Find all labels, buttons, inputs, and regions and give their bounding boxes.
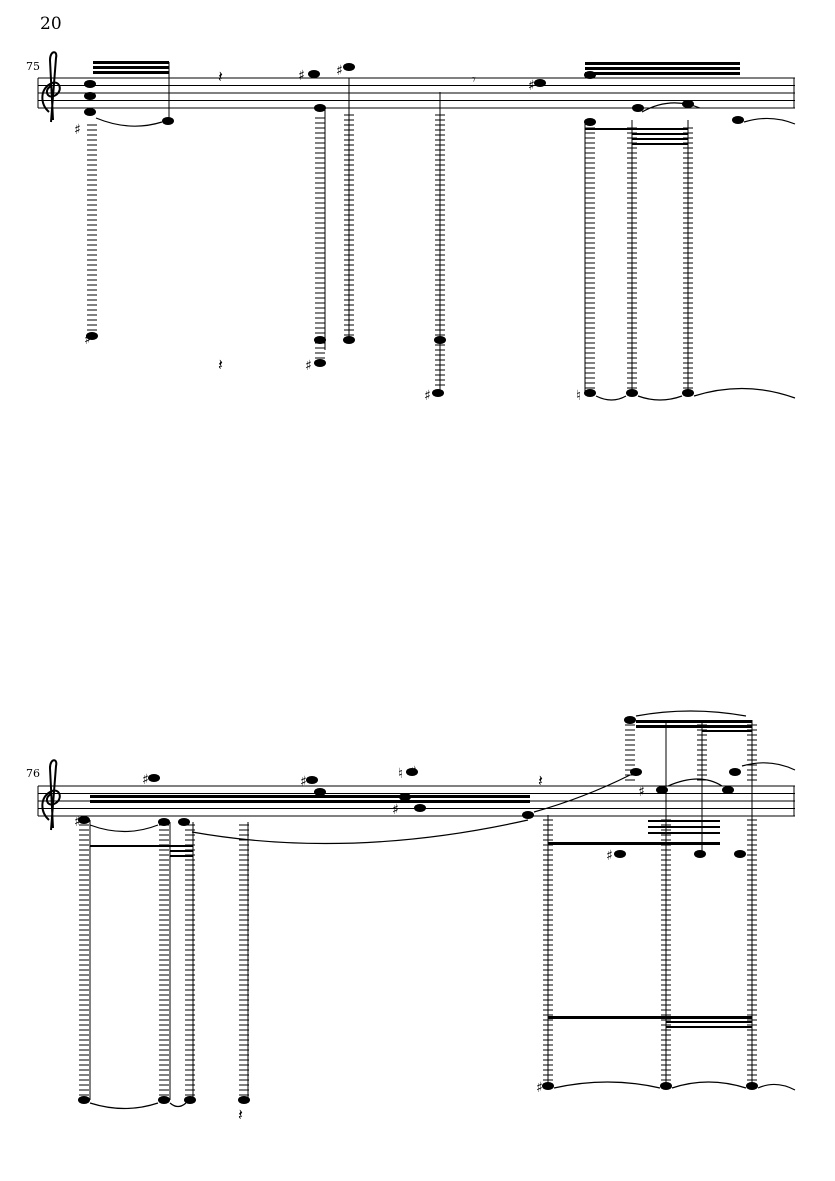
svg-text:𝄽: 𝄽 xyxy=(538,771,543,790)
svg-text:♯: ♯ xyxy=(305,358,312,374)
svg-text:𝄽: 𝄽 xyxy=(218,67,223,86)
svg-text:♯: ♯ xyxy=(606,848,613,864)
svg-text:♯: ♯ xyxy=(84,332,91,348)
ledger-lines xyxy=(79,724,757,1096)
svg-text:𝄽: 𝄽 xyxy=(218,355,223,374)
svg-text:♯: ♯ xyxy=(536,1080,543,1096)
measure-number-75: 75 xyxy=(26,60,40,73)
svg-text:𝄾: 𝄾 xyxy=(472,72,476,88)
svg-text:♯: ♯ xyxy=(74,122,81,138)
ties xyxy=(89,710,796,1110)
svg-text:♯: ♯ xyxy=(410,764,417,780)
system-2: ♯ ♯ ♯ ♯ ♮ ♯ ♯ ♯ ♯ 𝄽 𝄽 xyxy=(37,710,796,1124)
ledger-lines xyxy=(87,114,693,389)
svg-text:𝄽: 𝄽 xyxy=(238,1105,243,1124)
svg-text:♯: ♯ xyxy=(300,774,307,790)
stems-beams xyxy=(89,720,753,1100)
svg-text:♯: ♯ xyxy=(336,63,343,79)
ties xyxy=(95,102,796,401)
svg-text:♯: ♯ xyxy=(528,78,535,94)
svg-text:♯: ♯ xyxy=(74,814,81,830)
svg-text:♯: ♯ xyxy=(638,784,645,800)
svg-text:♯: ♯ xyxy=(298,68,305,84)
accidentals-rests: ♯ ♯ ♯ ♯ ♯ ♯ ♯ ♮ 𝄽 𝄽 𝄾 xyxy=(74,63,581,404)
svg-text:♮: ♮ xyxy=(576,388,581,404)
page-number: 20 xyxy=(40,14,62,34)
svg-text:♯: ♯ xyxy=(424,388,431,404)
svg-text:♯: ♯ xyxy=(142,772,149,788)
accidentals-rests: ♯ ♯ ♯ ♯ ♮ ♯ ♯ ♯ ♯ 𝄽 𝄽 xyxy=(74,764,645,1124)
svg-text:♯: ♯ xyxy=(392,802,399,818)
treble-clef-icon xyxy=(41,759,61,831)
svg-text:♮: ♮ xyxy=(398,766,403,782)
measure-number-76: 76 xyxy=(26,767,40,780)
staff-lines xyxy=(37,77,795,109)
noteheads xyxy=(78,716,758,1104)
noteheads xyxy=(84,63,744,397)
treble-clef-icon xyxy=(41,51,61,123)
system-1: ♯ ♯ ♯ ♯ ♯ ♯ ♯ ♮ 𝄽 𝄽 𝄾 xyxy=(37,51,796,404)
